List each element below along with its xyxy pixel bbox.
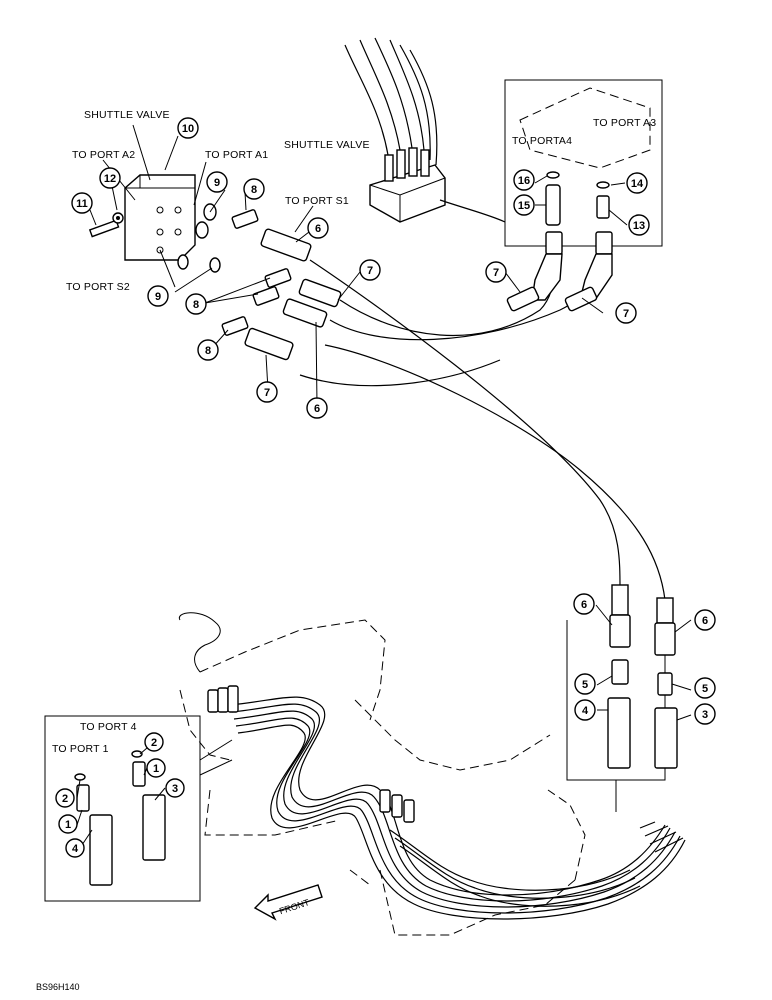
svg-text:2: 2 [151, 737, 157, 749]
svg-text:6: 6 [315, 223, 321, 235]
callout-16: 16 [513, 169, 535, 191]
callout-8a: 8 [243, 178, 265, 200]
svg-text:15: 15 [518, 200, 530, 212]
callout-4b: 4 [65, 838, 85, 858]
front-arrow [253, 884, 323, 921]
svg-text:6: 6 [702, 615, 708, 627]
figure-code: BS96H140 [36, 982, 80, 992]
svg-text:8: 8 [193, 299, 199, 311]
hose-bundle [229, 696, 686, 920]
callout-7b: 7 [256, 381, 278, 403]
svg-text:3: 3 [702, 709, 708, 721]
callout-1b: 1 [58, 814, 78, 834]
callout-5a: 5 [574, 673, 596, 695]
callout-7c: 7 [485, 261, 507, 283]
svg-text:14: 14 [631, 178, 644, 190]
svg-text:7: 7 [264, 387, 270, 399]
callout-14: 14 [626, 172, 648, 194]
callout-11: 11 [71, 192, 93, 214]
callout-10: 10 [177, 117, 199, 139]
svg-text:6: 6 [581, 599, 587, 611]
chassis-connector-cluster [207, 685, 415, 823]
to-port-1-label: TO PORT 1 [52, 743, 109, 755]
callout-6b: 6 [306, 397, 328, 419]
svg-text:13: 13 [633, 220, 645, 232]
svg-text:10: 10 [182, 123, 194, 135]
detail-box-left [44, 715, 233, 902]
chassis-outline [178, 612, 586, 936]
callout-1a: 1 [146, 758, 166, 778]
port-labels: SHUTTLE VALVE SHUTTLE VALVE TO PORT A2 T… [36, 109, 656, 992]
svg-text:2: 2 [62, 793, 68, 805]
callout-9a: 9 [206, 171, 228, 193]
svg-text:8: 8 [205, 345, 211, 357]
svg-text:9: 9 [155, 291, 161, 303]
shuttle-valve-left [124, 174, 196, 261]
callout-15: 15 [513, 194, 535, 216]
svg-text:6: 6 [314, 403, 320, 415]
svg-text:7: 7 [623, 308, 629, 320]
callout-2b: 2 [55, 788, 75, 808]
to-port-a3-label: TO PORT A3 [593, 117, 656, 129]
to-port-4-label: TO PORT 4 [80, 721, 137, 733]
hose-ends-upper [244, 228, 342, 361]
callout-7a: 7 [359, 259, 381, 281]
right-detail-fittings [506, 171, 613, 312]
callout-8b: 8 [185, 293, 207, 315]
svg-text:5: 5 [582, 679, 588, 691]
svg-text:7: 7 [367, 265, 373, 277]
svg-text:8: 8 [251, 184, 257, 196]
shuttle-valve-label-upper: SHUTTLE VALVE [284, 139, 370, 151]
svg-text:1: 1 [65, 819, 71, 831]
svg-text:7: 7 [493, 267, 499, 279]
callout-7d: 7 [615, 302, 637, 324]
detail-box-right [504, 79, 663, 247]
bolt-part [88, 212, 124, 238]
callout-5b: 5 [694, 677, 716, 699]
callout-3b: 3 [165, 778, 185, 798]
long-hoses [299, 259, 666, 601]
svg-text:11: 11 [76, 198, 88, 210]
svg-text:1: 1 [153, 763, 159, 775]
svg-text:3: 3 [172, 783, 178, 795]
callouts: 10 11 12 9 9 8 8 8 6 6 7 7 7 7 16 15 14 … [55, 117, 716, 858]
svg-text:9: 9 [214, 177, 220, 189]
callout-4a: 4 [574, 699, 596, 721]
left-detail-fittings [74, 750, 166, 886]
callout-8c: 8 [197, 339, 219, 361]
shuttle-valve-label-left: SHUTTLE VALVE [84, 109, 170, 121]
callout-2a: 2 [144, 732, 164, 752]
callout-3a: 3 [694, 703, 716, 725]
to-port-a1-label: TO PORT A1 [205, 149, 268, 161]
lower-right-fittings [607, 584, 678, 769]
leader-lines [76, 124, 692, 849]
svg-text:16: 16 [518, 175, 530, 187]
callout-13: 13 [628, 214, 650, 236]
to-port-a2-label: TO PORT A2 [72, 149, 135, 161]
svg-text:5: 5 [702, 683, 708, 695]
svg-text:4: 4 [582, 705, 589, 717]
detail-bracket-right [566, 620, 666, 812]
to-port-s2-label: TO PORT S2 [66, 281, 130, 293]
to-port-s1-label: TO PORT S1 [285, 195, 349, 207]
svg-text:4: 4 [72, 843, 79, 855]
callout-12: 12 [99, 167, 121, 189]
shuttle-valve-upper [344, 37, 506, 223]
svg-text:12: 12 [104, 173, 116, 185]
callout-6c: 6 [573, 593, 595, 615]
callout-6d: 6 [694, 609, 716, 631]
callout-9b: 9 [147, 285, 169, 307]
callout-6a: 6 [307, 217, 329, 239]
adapter-fittings [221, 209, 292, 336]
to-port-a4-label: TO PORTA4 [512, 135, 572, 147]
